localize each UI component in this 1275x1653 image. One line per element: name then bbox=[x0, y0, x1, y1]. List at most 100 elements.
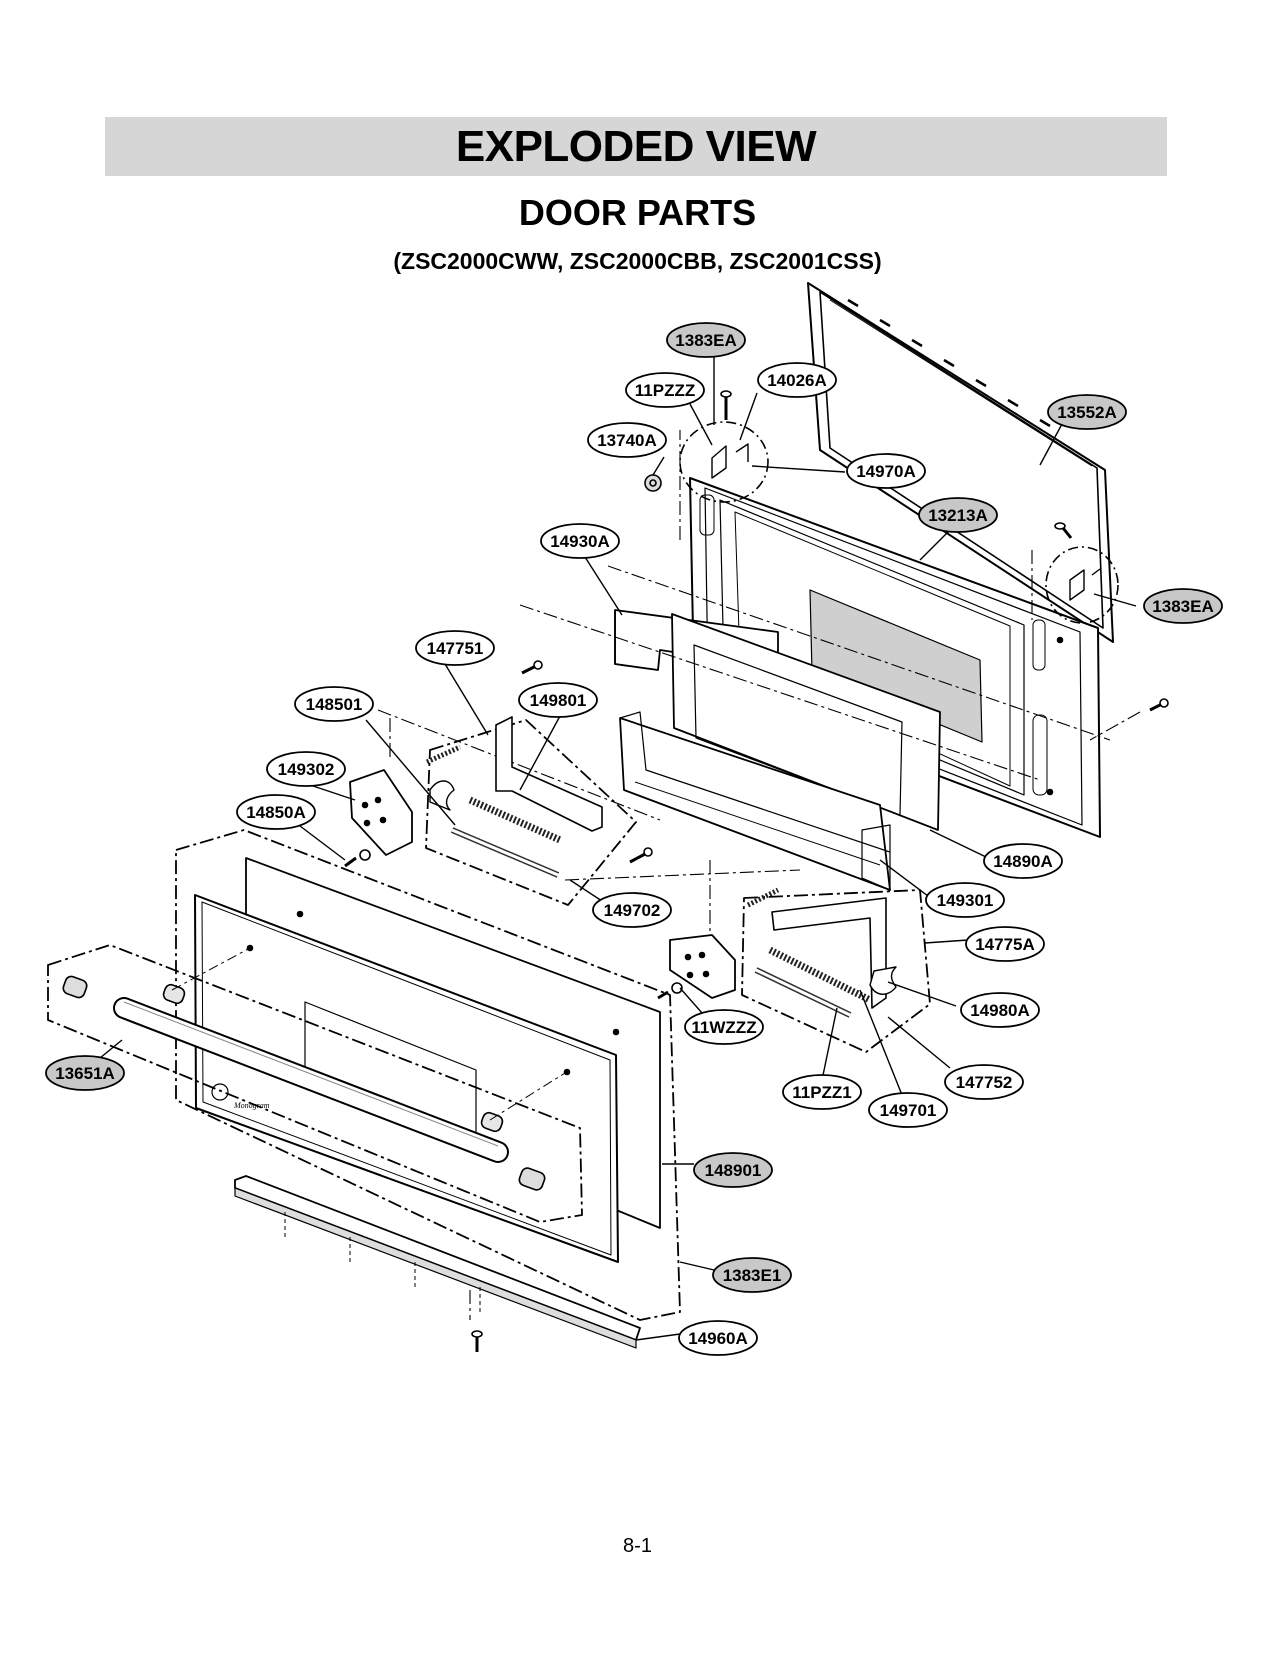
callout-bubble bbox=[415, 630, 495, 666]
callout-label: 148901 bbox=[705, 1161, 762, 1180]
callout-label: 14930A bbox=[550, 532, 610, 551]
callout-label: 13213A bbox=[928, 506, 988, 525]
callout-bubble bbox=[1143, 588, 1223, 624]
callout-11PZZZ: 11PZZZ bbox=[625, 372, 705, 408]
hinge-assembly-right bbox=[754, 897, 897, 1018]
page-title: EXPLODED VIEW bbox=[455, 122, 817, 171]
callout-bubble bbox=[266, 751, 346, 787]
callout-148501: 148501 bbox=[294, 686, 374, 722]
callout-bubble bbox=[925, 882, 1005, 918]
callout-bubble bbox=[965, 926, 1045, 962]
callout-147751: 147751 bbox=[415, 630, 495, 666]
callout-bubble bbox=[868, 1092, 948, 1128]
callout-label: 14970A bbox=[856, 462, 916, 481]
bracket-149302 bbox=[349, 769, 413, 856]
door-handle bbox=[62, 975, 546, 1191]
callout-label: 11PZZZ bbox=[635, 381, 695, 400]
bracket-right bbox=[669, 934, 736, 999]
callout-bubble bbox=[592, 892, 672, 928]
callout-14890A: 14890A bbox=[983, 843, 1063, 879]
callout-13213A: 13213A bbox=[918, 497, 998, 533]
callout-label: 147751 bbox=[427, 639, 484, 658]
callout-bubble bbox=[678, 1320, 758, 1356]
callout-14930A: 14930A bbox=[540, 523, 620, 559]
callout-11PZZ1: 11PZZ1 bbox=[782, 1074, 862, 1110]
callout-label: 149301 bbox=[937, 891, 994, 910]
callout-bubble bbox=[666, 322, 746, 358]
callout-149301: 149301 bbox=[925, 882, 1005, 918]
door-cover-frame bbox=[614, 609, 941, 831]
callout-149801: 149801 bbox=[518, 682, 598, 718]
callout-label: 13651A bbox=[55, 1064, 115, 1083]
callout-bubble bbox=[782, 1074, 862, 1110]
callout-bubble bbox=[625, 372, 705, 408]
callout-14970A: 14970A bbox=[846, 453, 926, 489]
callout-bubble bbox=[684, 1009, 764, 1045]
callout-11WZZZ: 11WZZZ bbox=[684, 1009, 764, 1045]
callout-layer: 1383EA 11PZZZ 14026A 13552A 13740A 14970A 1321… bbox=[45, 322, 1223, 1356]
callout-bubble bbox=[587, 422, 667, 458]
screw-top bbox=[720, 390, 732, 420]
callout-1383EA-right: 1383EA bbox=[1143, 588, 1223, 624]
callout-bubble bbox=[712, 1257, 792, 1293]
callout-bubble bbox=[1047, 394, 1127, 430]
callout-bubble bbox=[45, 1055, 125, 1091]
callout-bubble bbox=[960, 992, 1040, 1028]
callout-label: 14890A bbox=[993, 852, 1053, 871]
callout-label: 14960A bbox=[688, 1329, 748, 1348]
callout-bubble bbox=[693, 1152, 773, 1188]
callout-label: 11PZZ1 bbox=[792, 1083, 852, 1102]
callout-14850A: 14850A bbox=[236, 794, 316, 830]
callout-149701: 149701 bbox=[868, 1092, 948, 1128]
callout-label: 149801 bbox=[530, 691, 587, 710]
callout-148901: 148901 bbox=[693, 1152, 773, 1188]
callout-1383EA-top: 1383EA bbox=[666, 322, 746, 358]
callout-bubble bbox=[518, 682, 598, 718]
callout-label: 14980A bbox=[970, 1001, 1030, 1020]
callout-label: 148501 bbox=[306, 695, 363, 714]
leader-lines bbox=[99, 357, 1137, 1341]
callout-label: 13552A bbox=[1057, 403, 1117, 422]
callout-bubble bbox=[918, 497, 998, 533]
door-liner bbox=[619, 711, 891, 891]
door-glass-front: Monogram bbox=[194, 857, 661, 1263]
callout-14026A: 14026A bbox=[757, 362, 837, 398]
section-title: DOOR PARTS bbox=[518, 192, 757, 233]
callout-149702: 149702 bbox=[592, 892, 672, 928]
callout-14980A: 14980A bbox=[960, 992, 1040, 1028]
callout-14960A: 14960A bbox=[678, 1320, 758, 1356]
callout-bubble bbox=[540, 523, 620, 559]
callout-label: 147752 bbox=[956, 1073, 1013, 1092]
callout-bubble bbox=[757, 362, 837, 398]
callout-bubble bbox=[983, 843, 1063, 879]
callout-label: 14775A bbox=[975, 935, 1035, 954]
title-banner: EXPLODED VIEW bbox=[105, 117, 1167, 176]
callout-bubble bbox=[846, 453, 926, 489]
callout-bubble bbox=[944, 1064, 1024, 1100]
callout-label: 149302 bbox=[278, 760, 335, 779]
page-number: 8-1 bbox=[623, 1535, 652, 1557]
callout-label: 149701 bbox=[880, 1101, 937, 1120]
callout-13651A: 13651A bbox=[45, 1055, 125, 1091]
callout-label: 14026A bbox=[767, 371, 827, 390]
callout-13552A: 13552A bbox=[1047, 394, 1127, 430]
brand-mark: Monogram bbox=[233, 1101, 270, 1110]
model-list: (ZSC2000CWW, ZSC2000CBB, ZSC2001CSS) bbox=[393, 248, 882, 274]
washer-13740A bbox=[644, 474, 662, 492]
callout-13740A: 13740A bbox=[587, 422, 667, 458]
callout-label: 1383EA bbox=[675, 331, 736, 350]
callout-label: 11WZZZ bbox=[691, 1018, 756, 1037]
callout-1383E1: 1383E1 bbox=[712, 1257, 792, 1293]
callout-bubble bbox=[294, 686, 374, 722]
hinge-assembly-left bbox=[429, 716, 603, 878]
callout-147752: 147752 bbox=[944, 1064, 1024, 1100]
callout-label: 14850A bbox=[246, 803, 306, 822]
callout-label: 1383E1 bbox=[723, 1266, 782, 1285]
door-bottom-trim bbox=[234, 1175, 641, 1349]
callout-14775A: 14775A bbox=[965, 926, 1045, 962]
callout-bubble bbox=[236, 794, 316, 830]
callout-label: 1383EA bbox=[1152, 597, 1213, 616]
callout-label: 149702 bbox=[604, 901, 661, 920]
callout-label: 13740A bbox=[597, 431, 657, 450]
